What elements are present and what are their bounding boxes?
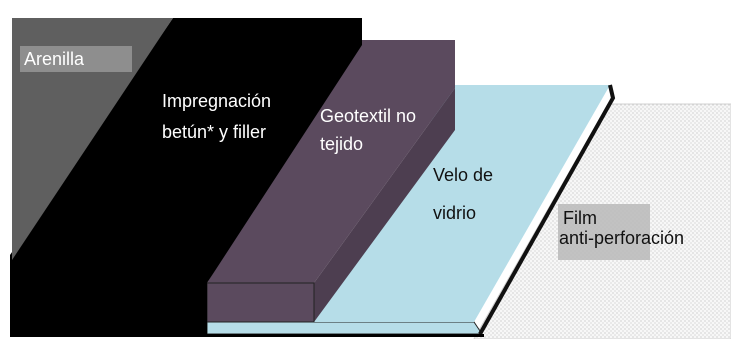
velo-layer-base <box>206 321 483 335</box>
film-label-bg <box>558 204 650 260</box>
velo-layer-top <box>314 85 610 322</box>
velo-edge <box>478 84 616 335</box>
impregnacion-label-line1: Impregnación <box>162 91 272 111</box>
film-label-line1: Film <box>563 208 597 228</box>
geotextil-label-line1: Geotextil no <box>320 106 417 126</box>
geotextil-label-line2: tejido <box>320 134 364 154</box>
base-strip <box>10 334 484 337</box>
velo-label-line2: vidrio <box>433 203 477 223</box>
velo-label-line1: Velo de <box>433 165 494 185</box>
arenilla-label-bg <box>20 46 132 72</box>
film-label-line2: anti-perforación <box>559 228 685 248</box>
arenilla-layer <box>12 18 173 260</box>
impregnacion-layer <box>10 18 362 334</box>
impregnacion-label-line2: betún* y filler <box>162 122 267 142</box>
geotextil-layer-front <box>206 282 315 323</box>
geotextil-layer-top <box>207 40 455 283</box>
arenilla-label: Arenilla <box>24 49 85 69</box>
geotextil-layer-side <box>314 88 455 322</box>
